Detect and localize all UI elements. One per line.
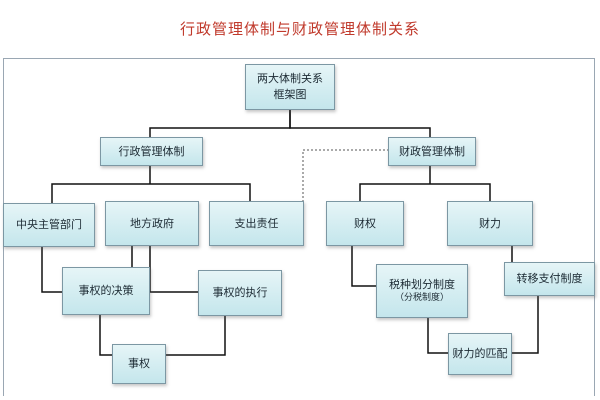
connector-root-finance bbox=[289, 110, 431, 137]
node-finance-system: 财政管理体制 bbox=[388, 137, 476, 166]
connector-admin-children bbox=[51, 166, 251, 203]
node-expenditure-responsibility: 支出责任 bbox=[209, 201, 304, 246]
node-affairs: 事权 bbox=[112, 344, 166, 384]
node-root-line2: 框架图 bbox=[273, 88, 307, 101]
connector-finance-children bbox=[359, 166, 491, 201]
node-tax-division: 税种划分制度 （分税制度） bbox=[376, 264, 468, 318]
connector-transfer-matching bbox=[512, 296, 539, 354]
node-central-department: 中央主管部门 bbox=[3, 203, 95, 247]
node-root: 两大体制关系 框架图 bbox=[245, 64, 335, 110]
node-admin-system: 行政管理体制 bbox=[100, 137, 203, 166]
node-financial-capacity: 财力 bbox=[447, 201, 533, 246]
node-fiscal-power: 财权 bbox=[326, 201, 404, 246]
node-transfer-payment: 转移支付制度 bbox=[504, 262, 595, 296]
node-tax-division-line2: （分税制度） bbox=[394, 293, 449, 304]
node-execution: 事权的执行 bbox=[198, 270, 282, 316]
connector-root-admin bbox=[149, 110, 291, 137]
node-local-government: 地方政府 bbox=[105, 201, 199, 246]
connector-execution-affairs bbox=[166, 316, 226, 356]
node-decision: 事权的决策 bbox=[62, 267, 150, 315]
node-tax-division-line1: 税种划分制度 bbox=[389, 277, 455, 291]
connector-central-decision bbox=[41, 247, 62, 293]
page-title: 行政管理体制与财政管理体制关系 bbox=[179, 20, 420, 38]
connector-decision-affairs bbox=[99, 315, 112, 356]
dashed-connector-expenditure-finance bbox=[302, 149, 388, 218]
node-capacity-matching: 财力的匹配 bbox=[448, 333, 512, 375]
connector-fiscalpower-tax bbox=[351, 246, 376, 287]
node-root-line1: 两大体制关系 bbox=[257, 72, 323, 86]
connector-tax-matching bbox=[427, 318, 448, 354]
connector-local-execution bbox=[149, 246, 198, 293]
